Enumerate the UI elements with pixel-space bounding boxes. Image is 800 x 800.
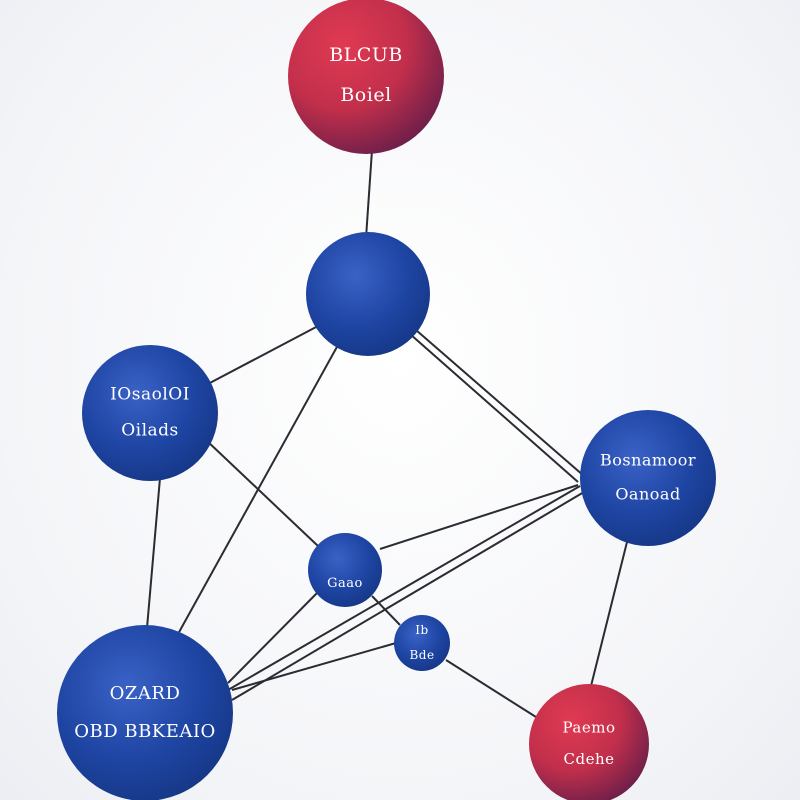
- node-label-left-1: Oilads: [121, 420, 179, 440]
- node-bottom-left[interactable]: OZARD OBD BBKEAIO: [57, 625, 233, 800]
- node-label-small-1: Bde: [409, 648, 434, 662]
- node-left[interactable]: IOsaolOI Oilads: [82, 345, 218, 481]
- node-label-bottom-right-0: Paemo: [563, 718, 616, 736]
- node-center[interactable]: Gaao: [308, 533, 382, 607]
- edge-hub-left: [205, 325, 319, 386]
- edge-hub-right: [409, 333, 579, 483]
- edge-left-bottom-left: [146, 477, 161, 629]
- node-label-right-1: Oanoad: [615, 484, 680, 503]
- node-label-bottom-left-0: OZARD: [110, 683, 181, 704]
- node-circle-bottom-left[interactable]: [57, 625, 233, 800]
- node-circle-left[interactable]: [82, 345, 218, 481]
- edge-left-center: [205, 439, 319, 547]
- edge-small-bottom-left: [231, 642, 397, 691]
- node-label-center-1: Gaao: [327, 576, 363, 591]
- node-label-bottom-left-1: OBD BBKEAIO: [74, 721, 216, 742]
- node-label-small-0: Ib: [415, 623, 428, 637]
- edge-center-bottom-left: [227, 591, 319, 684]
- node-circle-top[interactable]: [288, 0, 444, 154]
- node-label-top-0: BLCUB: [329, 44, 403, 66]
- node-hub[interactable]: [306, 232, 430, 356]
- node-label-top-1: Boiel: [340, 84, 391, 106]
- edge-center-right: [379, 484, 579, 550]
- edge-right-bottom-left-double: [231, 491, 585, 701]
- node-circle-center[interactable]: [308, 533, 382, 607]
- node-label-bottom-right-1: Cdehe: [564, 750, 615, 768]
- node-label-left-0: IOsaolOI: [110, 385, 190, 405]
- edge-small-bottom-right: [445, 659, 537, 718]
- node-circle-hub[interactable]: [306, 232, 430, 356]
- edge-center-small: [371, 595, 401, 626]
- node-circle-small[interactable]: [394, 615, 450, 671]
- nodes-layer: BLCUBBoielIOsaolOIOiladsBosnamoorOanoadG…: [57, 0, 716, 800]
- edge-top-hub: [365, 149, 373, 239]
- edge-right-bottom-left: [227, 485, 581, 691]
- edge-hub-right-double: [415, 329, 585, 477]
- node-label-right-0: Bosnamoor: [600, 451, 696, 470]
- edges-layer: [146, 149, 629, 718]
- node-circle-bottom-right[interactable]: [529, 684, 649, 800]
- node-circle-right[interactable]: [580, 410, 716, 546]
- node-top[interactable]: BLCUB Boiel: [288, 0, 444, 154]
- edge-right-bottom-right: [590, 537, 629, 687]
